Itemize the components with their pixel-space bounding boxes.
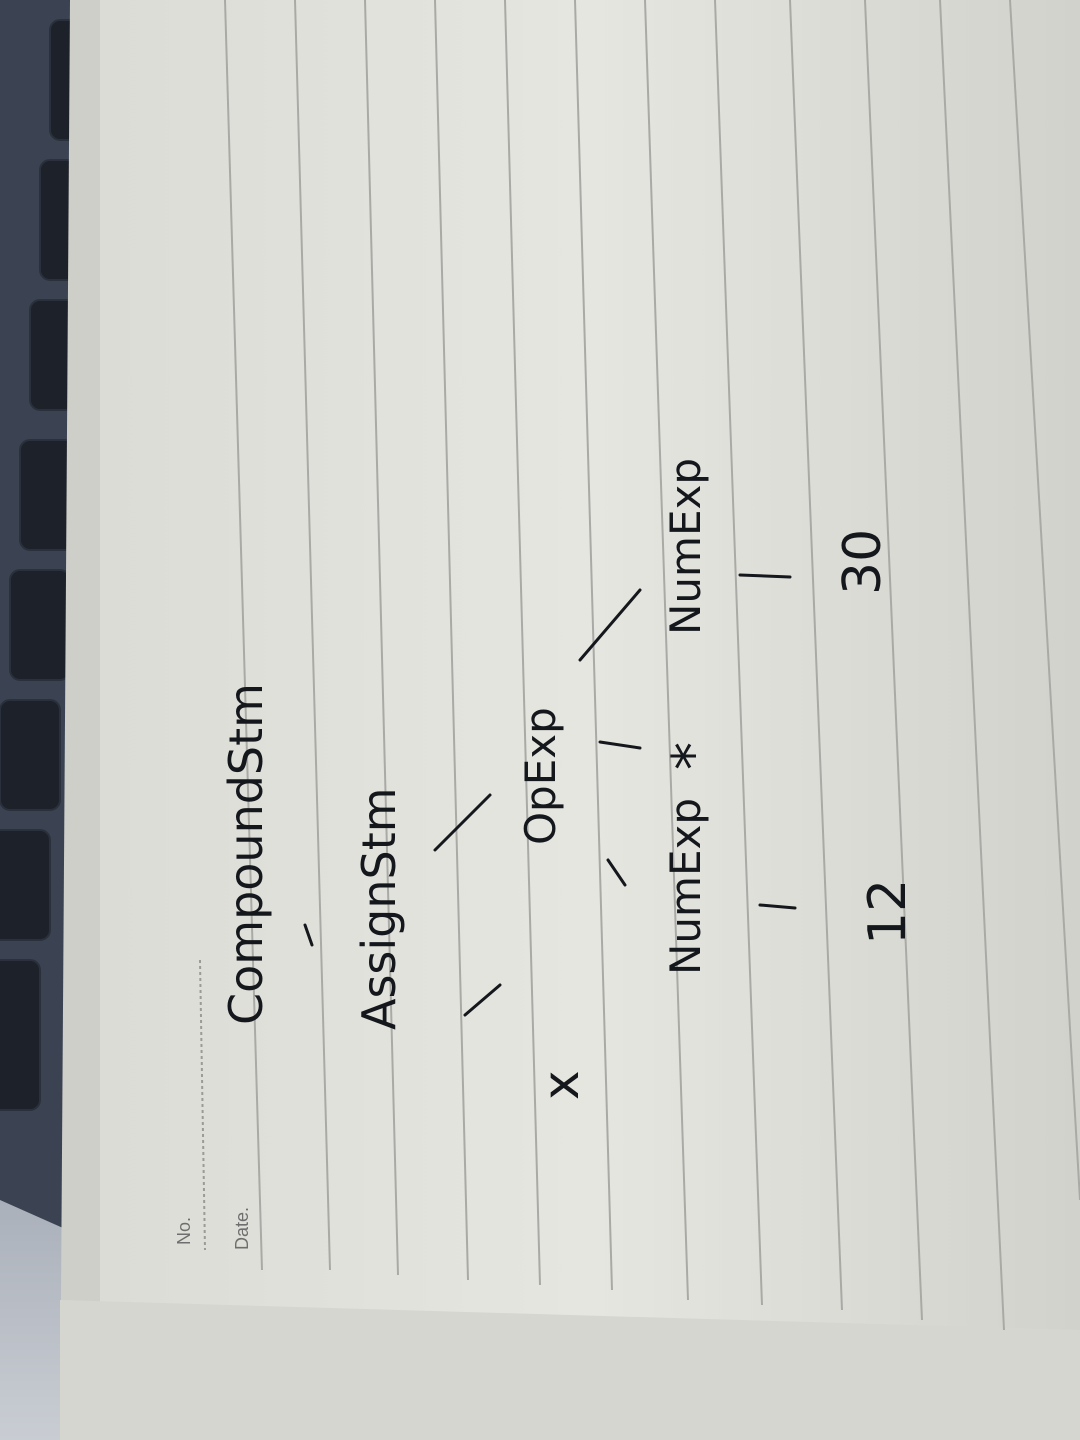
node-value-30: 30 xyxy=(833,529,893,595)
no-label: No. xyxy=(174,1217,194,1245)
date-label: Date. xyxy=(232,1207,252,1250)
tree-edges xyxy=(303,573,797,1017)
node-compoundstm: CompoundStm xyxy=(219,683,273,1025)
node-numexp-left: NumExp xyxy=(661,798,710,975)
ruled-lines xyxy=(224,0,1080,1331)
node-value-12: 12 xyxy=(858,879,918,945)
node-x: x xyxy=(532,1070,590,1100)
node-assignstm: AssignStm xyxy=(352,787,406,1030)
node-operator-star: * xyxy=(661,742,726,770)
notebook-page xyxy=(60,0,1080,1440)
parse-tree: CompoundStm AssignStm x OpExp NumExp * N… xyxy=(219,458,918,1100)
node-opexp: OpExp xyxy=(516,707,565,845)
node-numexp-right: NumExp xyxy=(661,458,710,635)
